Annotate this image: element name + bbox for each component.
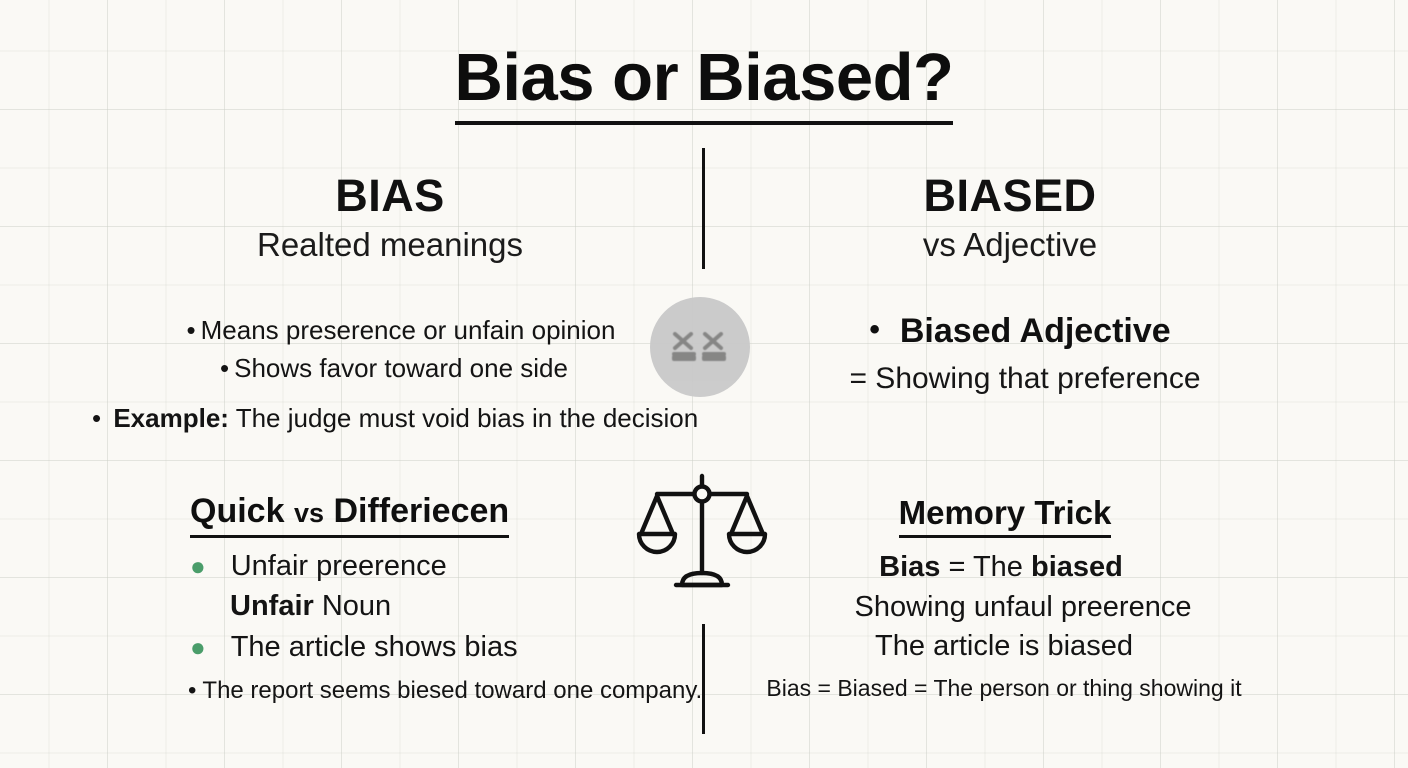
- memory-trick-row: Bias = The biased: [722, 549, 1280, 587]
- memory-trick-summary: Bias = Biased = The person or thing show…: [766, 675, 1242, 702]
- memory-biased-word: biased: [1030, 551, 1123, 583]
- section-heading-quick-difference: Quick vs Differiecen: [190, 492, 510, 538]
- memory-equals-text: = The: [948, 551, 1023, 583]
- list-item: • Biased Adjective: [760, 310, 1280, 353]
- list-item-label: The report seems biesed toward one compa…: [202, 677, 703, 705]
- bullet-icon: •: [188, 677, 197, 705]
- list-item-label: Shows favor toward one side: [234, 352, 568, 383]
- right-column-heading: BIASED vs Adjective: [800, 172, 1220, 263]
- bullet-icon: •: [220, 352, 230, 383]
- list-item: ● Unfair preerence: [190, 548, 710, 586]
- vertical-divider-bottom: [702, 624, 705, 734]
- heading-part-two: Differiecen: [333, 492, 510, 530]
- faded-scale-badge-icon: [650, 297, 750, 397]
- balance-scale-icon: [632, 472, 772, 594]
- vertical-divider-top: [702, 148, 705, 269]
- noun-form-label: Noun: [321, 589, 392, 622]
- title-container: Bias or Biased?: [0, 44, 1408, 125]
- noun-form-row: Unfair Noun: [230, 588, 710, 626]
- noun-form-word: Unfair: [230, 589, 314, 622]
- list-item-label: Unfair preerence: [230, 550, 447, 582]
- example-text: The judge must void bias in the decision: [235, 402, 699, 433]
- left-upper-list: •Means preserence or unfain opinion •Sho…: [92, 312, 698, 438]
- list-item-label: Means preserence or unfain opinion: [200, 315, 616, 345]
- right-column-title: BIASED: [923, 170, 1097, 221]
- memory-trick-row: Showing unfaul preerence: [854, 590, 1192, 623]
- quick-difference-section: Quick vs Differiecen ● Unfair preerence U…: [150, 492, 710, 706]
- green-bullet-icon: ●: [190, 551, 206, 581]
- memory-trick-row: The article is biased: [875, 630, 1133, 663]
- right-upper-list: • Biased Adjective = Showing that prefere…: [760, 310, 1280, 397]
- example-label: Example:: [113, 402, 229, 433]
- list-item: •The report seems biesed toward one comp…: [188, 675, 710, 706]
- list-item: •Shows favor toward one side: [128, 350, 660, 388]
- list-item: •Means preserence or unfain opinion: [142, 312, 660, 350]
- heading-vs-label: vs: [293, 498, 324, 528]
- biased-definition: = Showing that preference: [849, 361, 1201, 395]
- left-column-subtitle: Realted meanings: [257, 226, 523, 264]
- biased-adjective-label: Biased Adjective: [899, 312, 1171, 350]
- example-item: • Example: The judge must void bias in t…: [92, 400, 698, 438]
- list-item-label: The article shows bias: [230, 631, 518, 664]
- right-column-subtitle: vs Adjective: [922, 226, 1098, 264]
- left-column-heading: BIAS Realted meanings: [180, 172, 600, 263]
- memory-bias-word: Bias: [879, 551, 941, 583]
- list-item: ● The article shows bias: [190, 629, 710, 667]
- bullet-icon: •: [186, 315, 196, 345]
- memory-trick-section: Memory Trick Bias = The biased Showing u…: [720, 494, 1280, 704]
- bullet-icon: •: [869, 313, 880, 346]
- heading-part-one: Quick: [190, 492, 285, 530]
- green-bullet-icon: ●: [190, 632, 206, 663]
- left-column-title: BIAS: [335, 170, 445, 221]
- page-title: Bias or Biased?: [454, 44, 954, 125]
- bullet-icon: •: [92, 402, 102, 433]
- section-heading-memory-trick: Memory Trick: [898, 494, 1112, 538]
